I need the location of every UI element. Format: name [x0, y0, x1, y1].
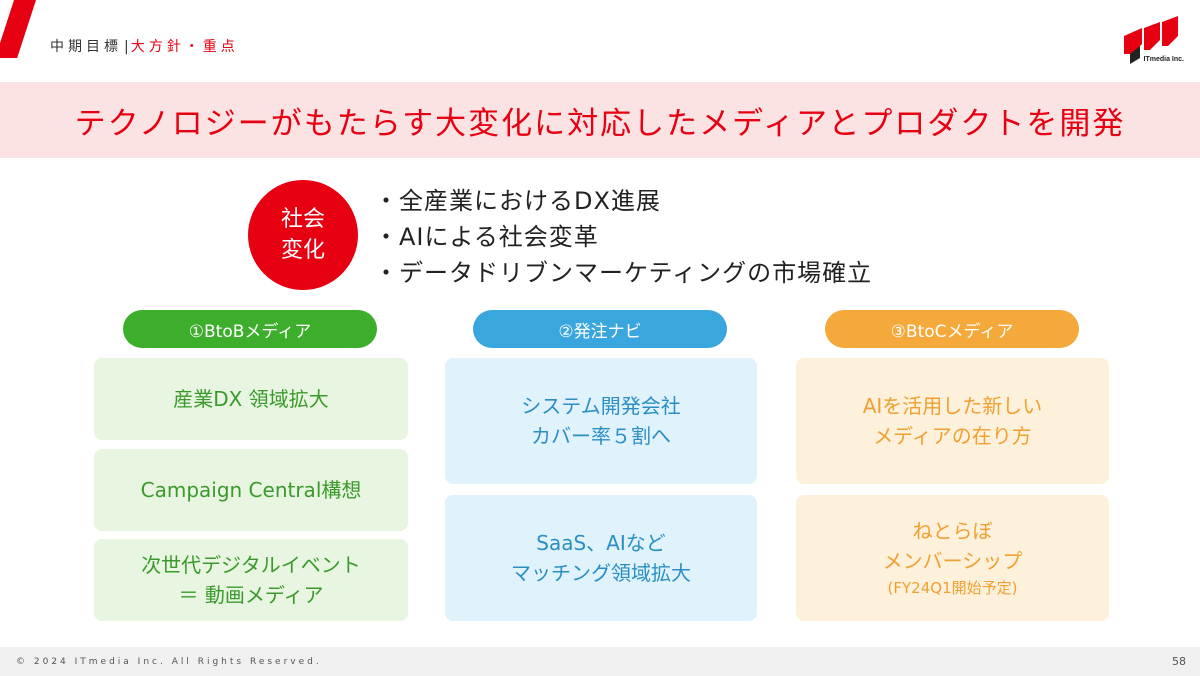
breadcrumb: 中期目標|大方針・重点 [50, 36, 239, 56]
card-text: 次世代デジタルイベント [141, 553, 361, 577]
subsection-title: 大方針・重点 [130, 39, 239, 55]
card-text: Campaign Central構想 [140, 478, 362, 502]
headline-banner: テクノロジーがもたらす大変化に対応したメディアとプロダクトを開発 [0, 82, 1200, 158]
card-text: AIを活用した新しい [862, 394, 1043, 418]
list-item: データドリブンマーケティングの市場確立 [374, 255, 872, 291]
card-btob-2: Campaign Central構想 [94, 449, 408, 531]
column-header-hacchu-navi: ②発注ナビ [473, 310, 727, 348]
card-note: (FY24Q1開始予定) [887, 579, 1018, 597]
badge-label-line2: 変化 [280, 238, 325, 263]
card-btob-1: 産業DX 領域拡大 [94, 358, 408, 440]
card-text: システム開発会社 [521, 394, 681, 418]
page-number: 58 [1172, 655, 1186, 668]
section-title: 中期目標 [50, 39, 122, 55]
card-text: SaaS、AIなど [536, 531, 666, 555]
card-hacchu-1: システム開発会社 カバー率５割へ [445, 358, 757, 484]
logo-text: ITmedia Inc. [1143, 56, 1184, 63]
card-text: メンバーシップ [882, 549, 1023, 573]
breadcrumb-separator: | [124, 39, 129, 55]
footer-bar [0, 647, 1200, 676]
card-text: ＝ 動画メディア [178, 583, 324, 607]
society-change-badge: 社会 変化 [248, 180, 358, 290]
card-btoc-1: AIを活用した新しい メディアの在り方 [796, 358, 1109, 484]
card-btoc-2: ねとらぼ メンバーシップ (FY24Q1開始予定) [796, 495, 1109, 621]
badge-label-line1: 社会 [280, 207, 325, 232]
card-text: 産業DX 領域拡大 [173, 387, 329, 411]
itmedia-logo-icon [1124, 16, 1178, 64]
list-item: 全産業におけるDX進展 [374, 183, 872, 219]
column-header-btoc: ③BtoCメディア [825, 310, 1079, 348]
headline-text: テクノロジーがもたらす大変化に対応したメディアとプロダクトを開発 [74, 105, 1126, 142]
card-text: マッチング領域拡大 [511, 561, 691, 585]
card-text: ねとらぼ [912, 519, 993, 543]
card-text: カバー率５割へ [531, 424, 671, 448]
header-accent-slash [0, 0, 36, 58]
card-text: メディアの在り方 [873, 424, 1032, 448]
copyright-text: © 2024 ITmedia Inc. All Rights Reserved. [16, 657, 322, 667]
card-btob-3: 次世代デジタルイベント ＝ 動画メディア [94, 539, 408, 621]
society-change-list: 全産業におけるDX進展 AIによる社会変革 データドリブンマーケティングの市場確… [374, 183, 872, 291]
column-header-btob: ①BtoBメディア [123, 310, 377, 348]
card-hacchu-2: SaaS、AIなど マッチング領域拡大 [445, 495, 757, 621]
list-item: AIによる社会変革 [374, 219, 872, 255]
